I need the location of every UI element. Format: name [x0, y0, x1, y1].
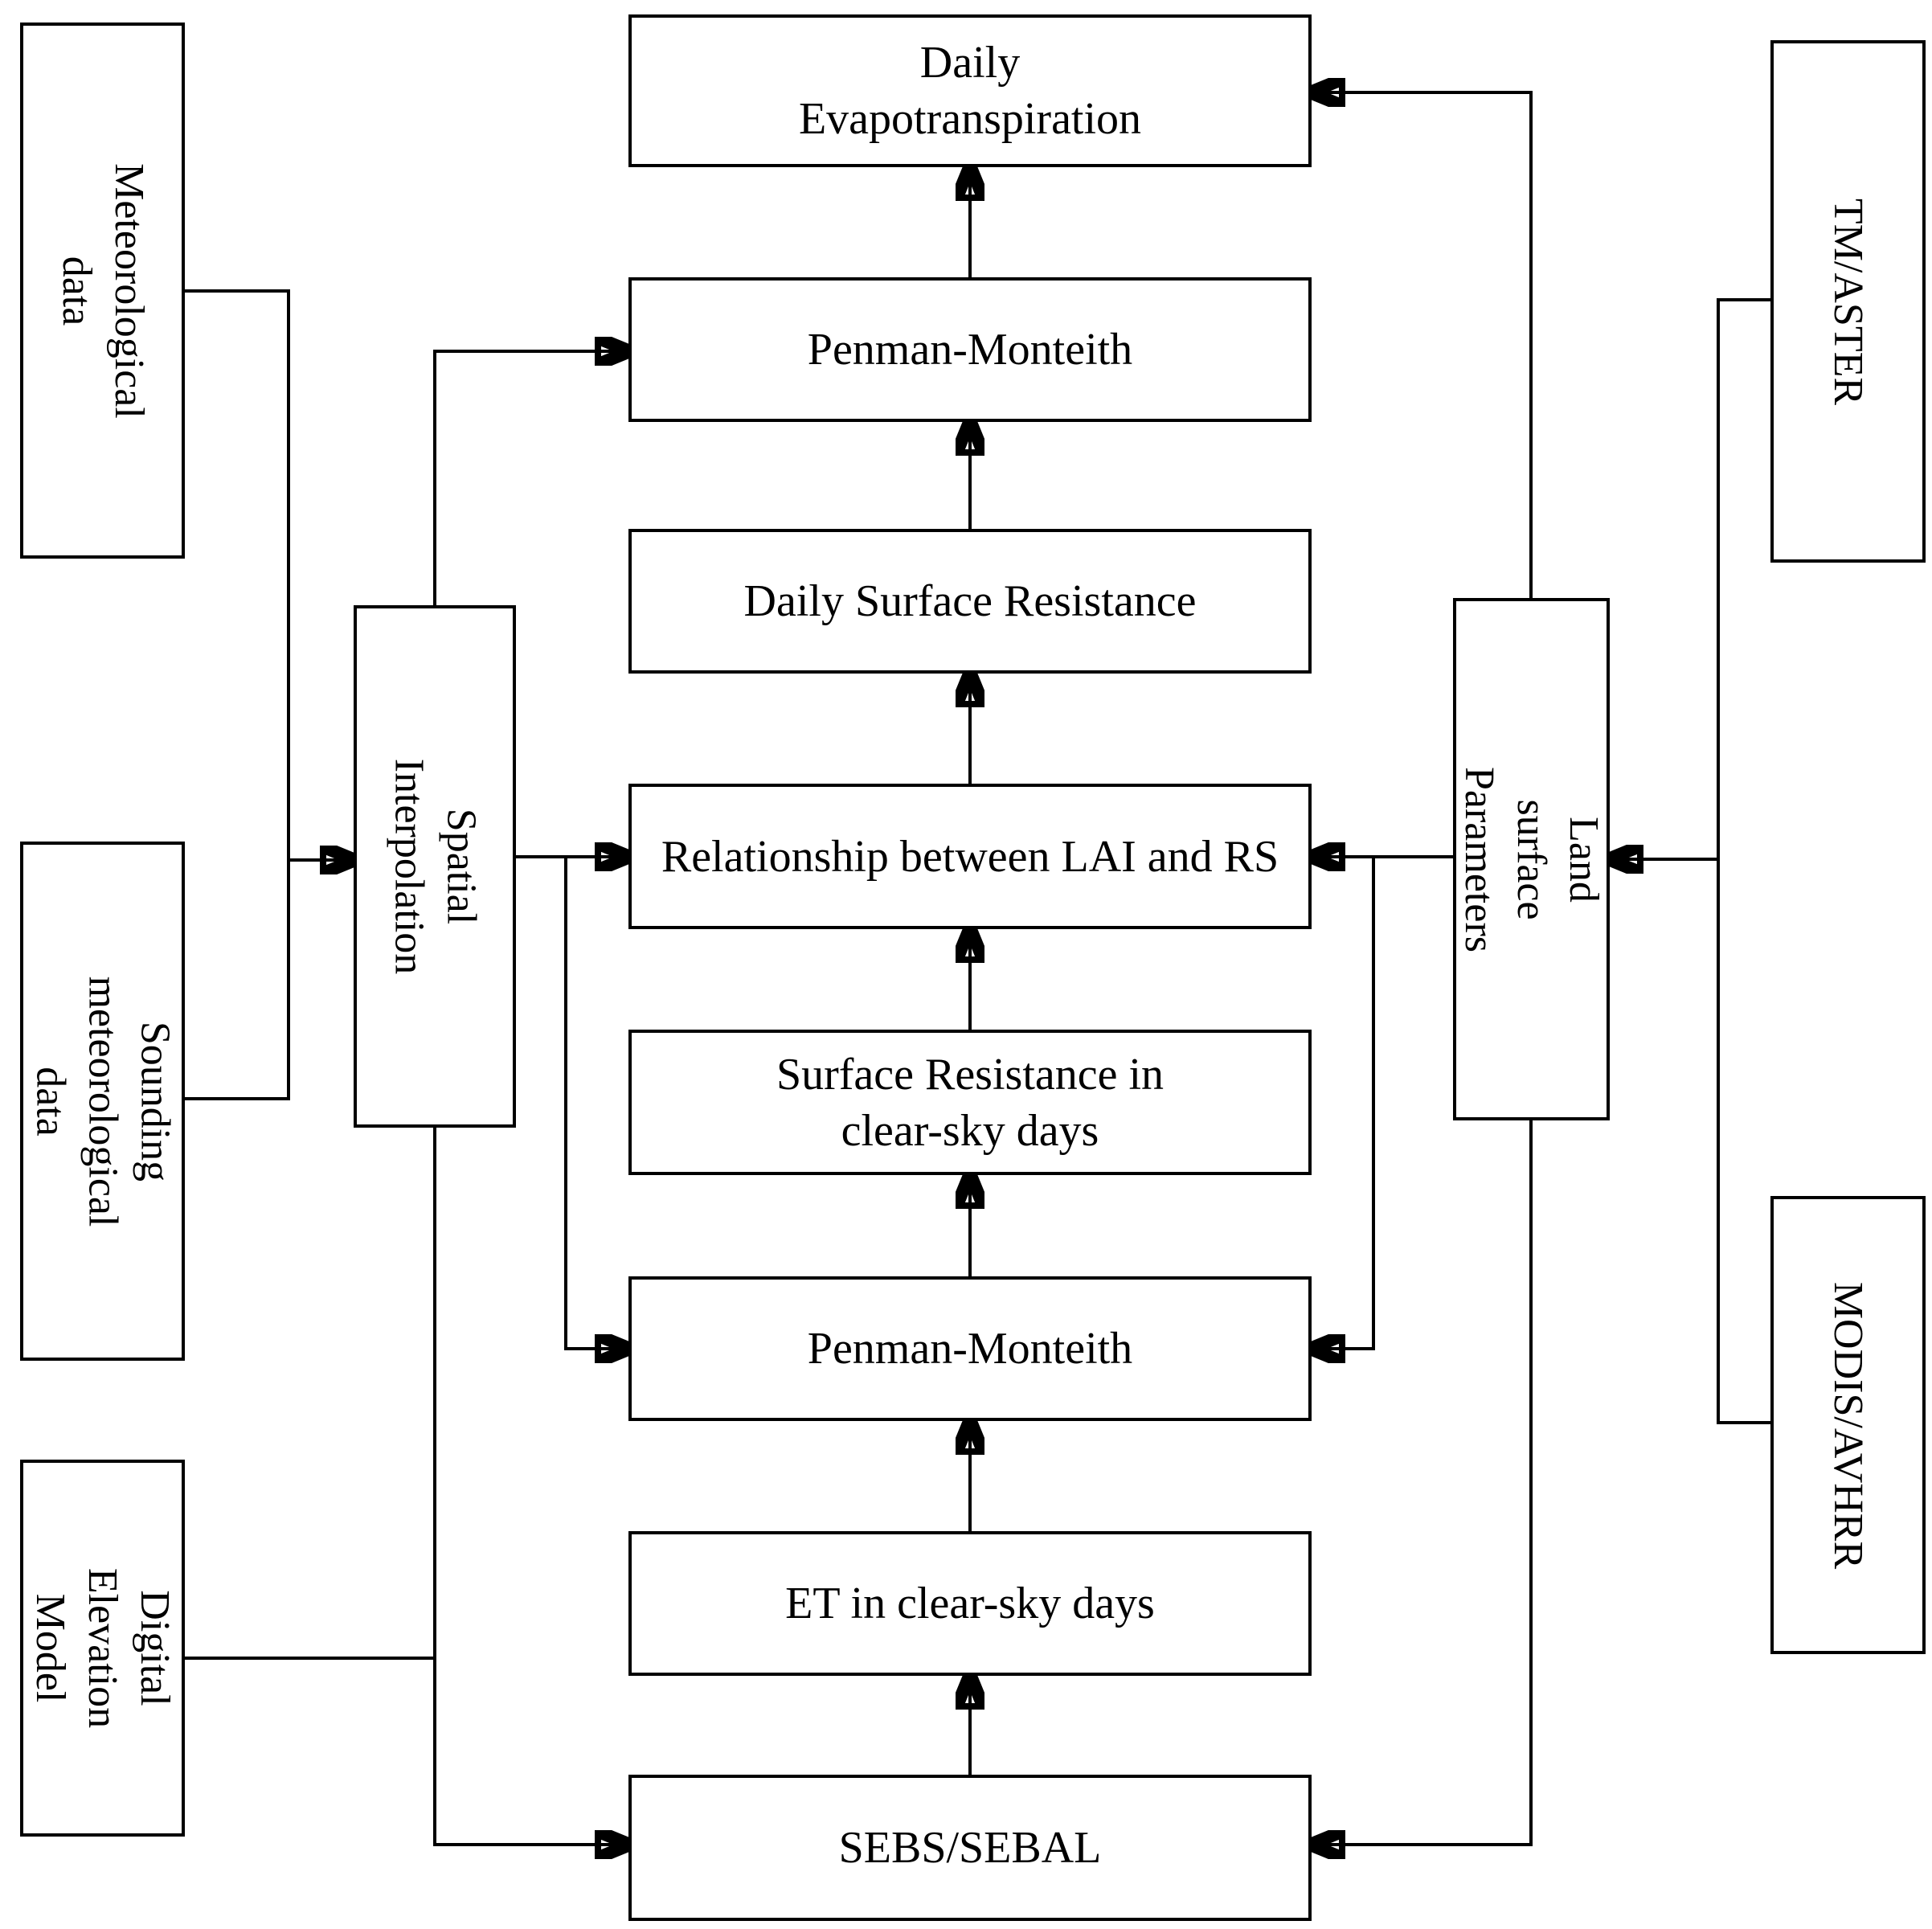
box-land-surface-parameters-label: Land surface Parameters	[1456, 766, 1607, 952]
box-et-clear-sky-label: ET in clear-sky days	[785, 1579, 1155, 1628]
box-digital-elevation-model: Digital Elevation Model	[20, 1460, 185, 1837]
box-spatial-interpolation-label: Spatial Interpolation	[386, 758, 484, 975]
box-penman-monteith-bottom: Penman-Monteith	[628, 1276, 1312, 1421]
box-surface-resistance-clear-sky-label: Surface Resistance in clear-sky days	[776, 1049, 1165, 1156]
box-sounding-meteorological-data-label: Sounding meteorological data	[27, 976, 178, 1227]
box-sebs-sebal: SEBS/SEBAL	[628, 1775, 1312, 1921]
box-tm-aster-label: TM/ASTER	[1825, 198, 1872, 405]
connector-si-to-sebs	[433, 1128, 628, 1845]
box-modis-avhrr-label: MODIS/AVHRR	[1825, 1281, 1872, 1569]
connector-lsp-branch-to-penman-bottom	[1312, 857, 1375, 1349]
connector-modis-to-junction	[1717, 859, 1770, 1424]
connector-lsp-to-daily-et	[1312, 92, 1533, 598]
connector-si-to-penman-top	[433, 351, 628, 605]
box-modis-avhrr: MODIS/AVHRR	[1770, 1196, 1926, 1654]
box-spatial-interpolation: Spatial Interpolation	[354, 605, 516, 1128]
box-sounding-meteorological-data: Sounding meteorological data	[20, 842, 185, 1361]
connector-lsp-to-sebs	[1312, 1120, 1533, 1845]
box-et-clear-sky: ET in clear-sky days	[628, 1531, 1312, 1676]
box-meteorological-data-label: Meteorological data	[53, 162, 152, 419]
box-daily-surface-resistance-label: Daily Surface Resistance	[743, 576, 1197, 626]
box-tm-aster: TM/ASTER	[1770, 40, 1926, 563]
connector-si-branch-to-penman-bottom	[564, 857, 628, 1349]
connector-sounding-to-junction	[185, 860, 290, 1100]
box-penman-monteith-bottom-label: Penman-Monteith	[807, 1324, 1133, 1374]
connector-met-to-spatial-interpolation	[185, 289, 354, 860]
box-surface-resistance-clear-sky: Surface Resistance in clear-sky days	[628, 1030, 1312, 1175]
box-land-surface-parameters: Land surface Parameters	[1453, 598, 1610, 1120]
box-daily-evapotranspiration-label: Daily Evapotranspiration	[798, 38, 1142, 144]
box-relationship-lai-rs: Relationship between LAI and RS	[628, 784, 1312, 929]
box-relationship-lai-rs-label: Relationship between LAI and RS	[661, 831, 1279, 882]
box-meteorological-data: Meteorological data	[20, 23, 185, 559]
box-daily-evapotranspiration: Daily Evapotranspiration	[628, 14, 1312, 167]
box-sebs-sebal-label: SEBS/SEBAL	[838, 1823, 1102, 1873]
box-digital-elevation-model-label: Digital Elevation Model	[27, 1567, 178, 1729]
box-penman-monteith-top-label: Penman-Monteith	[807, 325, 1133, 375]
box-penman-monteith-top: Penman-Monteith	[628, 277, 1312, 422]
box-daily-surface-resistance: Daily Surface Resistance	[628, 529, 1312, 674]
connector-tm-aster-to-lsp	[1610, 298, 1770, 859]
